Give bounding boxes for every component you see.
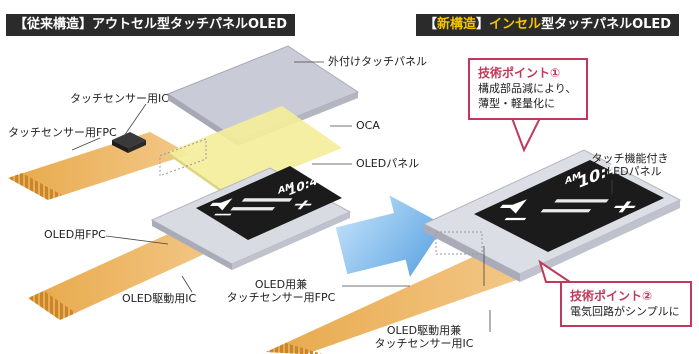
oca-layer <box>168 106 342 197</box>
right-title-bracket-close: 】 <box>476 17 490 32</box>
callout2-line1: 電気回路がシンプルに <box>570 305 680 318</box>
touch-sensor-fpc-strip <box>8 132 190 200</box>
callout1-line1: 構成部品減により、 <box>478 82 577 95</box>
left-title: 【従来構造】アウトセル型タッチパネルOLED <box>6 14 296 36</box>
right-screen-glyphs <box>500 199 636 221</box>
left-title-bracket: 【従来構造】 <box>14 17 93 32</box>
label-combined-fpc-line2: タッチセンサー用FPC <box>226 291 336 304</box>
label-combined-fpc-line1: OLED用兼 <box>254 278 308 291</box>
touch-sensor-ic-chip <box>112 132 146 153</box>
label-oled-panel: OLEDパネル <box>356 157 420 170</box>
label-oled-driver-ic: OLED駆動用IC <box>122 292 197 305</box>
label-combined-ic-line2: タッチセンサー用IC <box>374 337 474 350</box>
left-title-rest: アウトセル型タッチパネルOLED <box>92 17 288 32</box>
callout1-pointer <box>510 117 542 153</box>
callout1-title: 技術ポイント① <box>478 66 561 80</box>
oled-fpc-strip <box>28 224 222 320</box>
leader-lines <box>71 61 613 332</box>
label-touch-function-panel: タッチ機能付き OLEDパネル <box>590 152 670 178</box>
label-combined-ic: OLED駆動用兼 タッチセンサー用IC <box>364 324 484 350</box>
label-combined-ic-line1: OLED駆動用兼 <box>386 324 462 337</box>
label-oca: OCA <box>356 119 380 132</box>
callout2-pointer <box>538 259 574 283</box>
label-touch-function-panel-line1: タッチ機能付き <box>591 152 669 165</box>
callout-tech-point-1: 技術ポイント① 構成部品減により、 薄型・軽量化に <box>468 58 588 120</box>
callout2-title: 技術ポイント② <box>570 289 653 303</box>
right-title-bracket-open: 【 <box>424 17 438 32</box>
right-title-incell: インセル <box>489 17 542 32</box>
label-touch-sensor-fpc: タッチセンサー用FPC <box>8 126 117 139</box>
right-title-rest: 型タッチパネルOLED <box>541 17 672 32</box>
label-oled-fpc: OLED用FPC <box>44 228 106 241</box>
transition-arrow <box>335 195 445 278</box>
left-screen-glyphs <box>210 198 312 216</box>
right-title: 【新構造】インセル型タッチパネルOLED <box>416 14 680 36</box>
callout-tech-point-2: 技術ポイント② 電気回路がシンプルに <box>560 281 692 327</box>
label-outer-touch-panel: 外付けタッチパネル <box>328 55 427 68</box>
combined-fpc-strip <box>266 250 528 354</box>
oled-panel-left <box>150 138 352 270</box>
label-combined-fpc: OLED用兼 タッチセンサー用FPC <box>216 278 346 304</box>
right-title-new: 新構造 <box>437 17 477 32</box>
label-touch-function-panel-line2: OLEDパネル <box>598 165 662 178</box>
callout1-line2: 薄型・軽量化に <box>478 97 555 110</box>
label-touch-sensor-ic: タッチセンサー用IC <box>70 92 169 105</box>
